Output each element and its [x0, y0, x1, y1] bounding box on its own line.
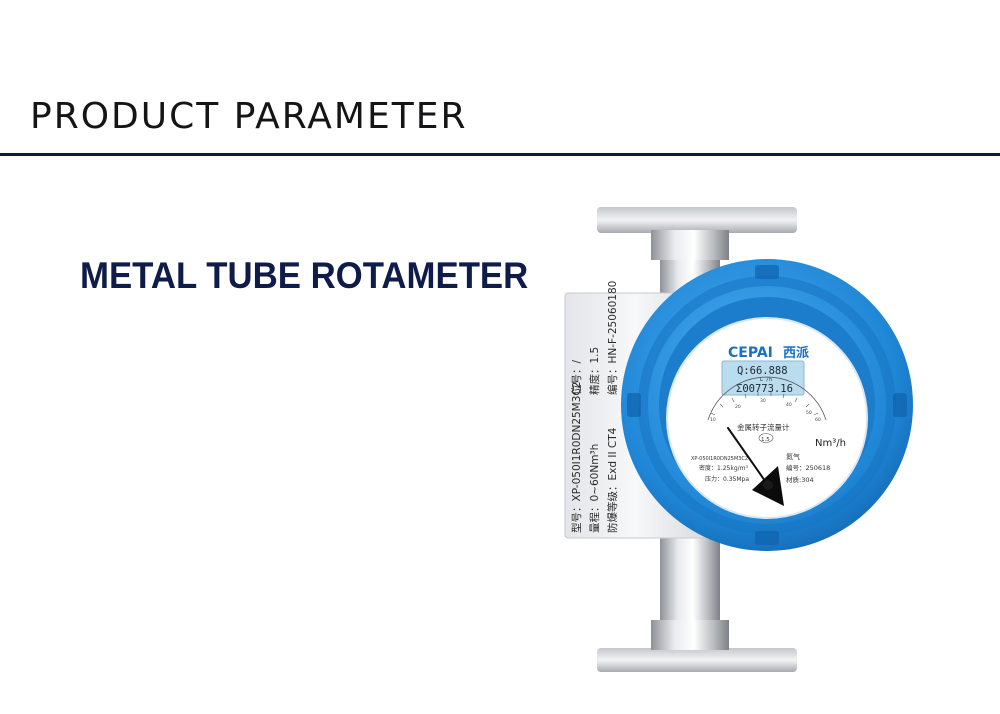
brand-cn: 西派 [783, 346, 810, 361]
unit-label: Nm³/h [815, 438, 846, 449]
accuracy-badge: 1.5 [761, 437, 770, 443]
pressure-label: 压力：0.35Mpa [705, 475, 749, 483]
nameplate-position: 位号：/ [570, 360, 583, 395]
bottom-flange [597, 648, 797, 672]
nameplate-serial: 编号：HN-F-25060180 [606, 281, 619, 395]
density-label: 密度：1.25kg/m³ [699, 464, 749, 472]
scale-tick-10: 10 [710, 417, 716, 423]
scale-tick-20: 20 [735, 404, 741, 410]
lcd-total: Σ00773.16 [736, 383, 793, 395]
header-divider [0, 153, 1000, 156]
dial-needle [727, 427, 771, 489]
page-title: PRODUCT PARAMETER [30, 96, 468, 137]
scale-tick-60: 60 [815, 417, 821, 423]
nameplate-range: 量程：0~60Nm³h [589, 444, 601, 533]
medium-label: 氮气 [786, 452, 800, 461]
product-name: METAL TUBE ROTAMETER [80, 255, 529, 296]
top-flange [597, 207, 797, 233]
nameplate-explosion: 防爆等级：Exd II CT4 [606, 427, 619, 533]
nameplate-model: 型号：XP-050I1R0DN25M3C2 [570, 382, 583, 533]
scale-tick-40: 40 [786, 402, 792, 408]
scale-tick-30: 30 [760, 398, 766, 404]
lcd-flow: Q:66.888 [737, 365, 788, 377]
lcd-flow-unit: L /h [760, 377, 772, 383]
lcd-display [721, 360, 805, 396]
dial-model: XP-050I1R0DN25M3C2 [691, 456, 748, 462]
scale-title: 金属转子流量计 [737, 422, 790, 432]
scale-tick-50: 50 [806, 410, 812, 416]
nameplate-accuracy: 精度：1.5 [588, 347, 601, 395]
brand-logo: CEPAI [728, 345, 773, 361]
number-label: 编号：250618 [786, 463, 830, 472]
dial-scale [707, 376, 827, 421]
dial-face [666, 317, 868, 519]
material-label: 材质:304 [786, 475, 814, 484]
